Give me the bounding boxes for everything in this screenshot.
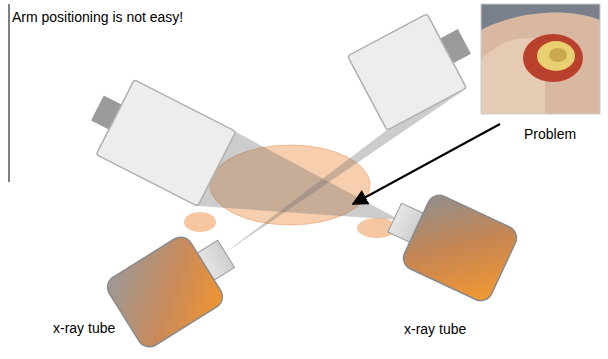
xray-tube [378,181,521,304]
photo-wound [537,41,575,71]
detector-panel [96,80,236,207]
injury-photo [481,4,600,114]
detector [78,71,236,207]
margin-line [9,4,10,182]
photo-wound [523,34,583,82]
photo-arm [481,13,600,114]
photo-frame [481,4,600,114]
callout-label: Problem [524,126,576,142]
photo-background [481,4,600,114]
arm-section [184,212,216,232]
tube-housing [103,233,227,352]
detector [348,4,485,130]
photo-wound [549,48,567,62]
detector-panel [348,14,467,130]
leader-arrow [353,124,500,204]
xray-tube [103,220,247,351]
tube-housing [400,191,521,304]
component-label: x-ray tube [404,321,466,337]
title: Arm positioning is not easy! [12,9,183,25]
component-label: x-ray tube [53,320,115,336]
